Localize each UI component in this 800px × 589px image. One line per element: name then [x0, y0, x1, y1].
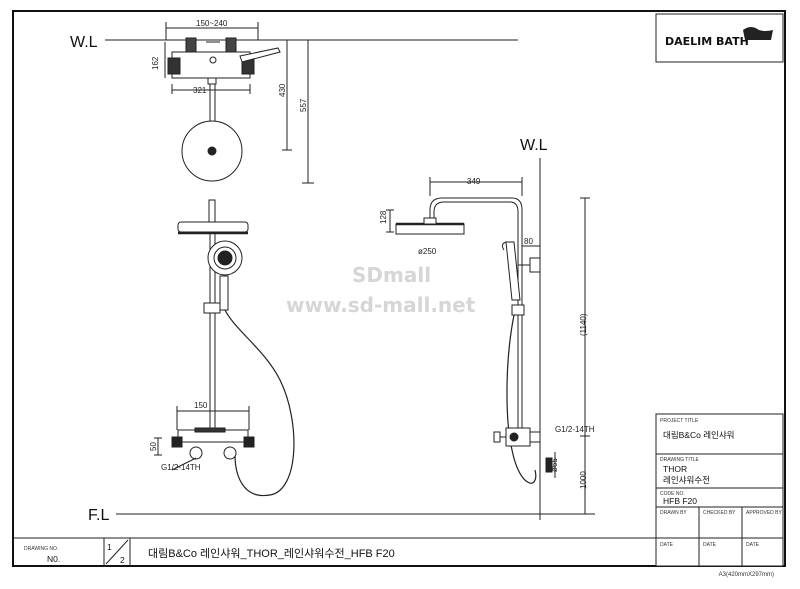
thread-side: G1/2-14TH	[555, 425, 595, 434]
side-view	[386, 177, 590, 514]
project-title: 대림B&Co 레인샤워	[663, 430, 735, 440]
bear-logo-icon	[743, 27, 773, 40]
dim-spacing: 150~240	[196, 19, 228, 28]
drawing-no-label: DRAWING NO.	[24, 546, 58, 552]
drawing-frame	[12, 10, 786, 567]
thread-front: G1/2-14TH	[161, 463, 201, 472]
sheet-number: 1	[107, 542, 112, 552]
front-view	[154, 199, 295, 497]
watermark-line1: SDmall	[352, 263, 431, 287]
dim-430: 430	[278, 83, 287, 97]
date-label-1: DATE	[660, 542, 674, 548]
top-view	[164, 22, 314, 184]
dim-80: 80	[524, 237, 533, 246]
wall-line-label-side: W.L	[520, 137, 548, 154]
title-block-right	[655, 413, 784, 567]
date-label-3: DATE	[746, 542, 760, 548]
drawing-no: N0.	[47, 554, 60, 564]
dim-349: 349	[467, 177, 481, 186]
checked-by-label: CHECKED BY	[703, 510, 736, 516]
dim-128: 128	[379, 210, 388, 224]
dim-557: 557	[299, 98, 308, 112]
floor-line-label: F.L	[88, 507, 109, 524]
bottom-drawing-title: 대림B&Co 레인샤워_THOR_레인샤워수전_HFB F20	[148, 547, 395, 560]
dim-1000: 1000	[579, 471, 588, 489]
code-no-label: CODE NO.	[660, 491, 685, 497]
date-label-2: DATE	[703, 542, 717, 548]
approved-by-label: APPROVED BY	[746, 510, 783, 516]
dim-150: 150	[194, 401, 208, 410]
dim-162: 162	[151, 56, 160, 70]
title-strip-bottom	[13, 537, 656, 566]
dim-1140: (1140)	[579, 313, 588, 336]
sheet-total: 2	[120, 555, 125, 565]
drawing-title-2: 레인샤워수전	[663, 475, 710, 485]
wall-line-label-front: W.L	[70, 34, 98, 51]
dim-321: 321	[193, 86, 207, 95]
dim-65: ø65	[550, 458, 559, 472]
drawing-title-label: DRAWING TITLE	[660, 457, 700, 463]
code-no: HFB F20	[663, 496, 697, 506]
watermark-line2: www.sd-mall.net	[286, 293, 476, 317]
drawing-title-1: THOR	[663, 464, 687, 474]
drawn-by-label: DRAWN BY	[660, 510, 687, 516]
brand-logo: DAELIM BATH	[665, 35, 749, 48]
project-title-label: PROJECT TITLE	[660, 418, 699, 424]
dim-250: ø250	[418, 247, 437, 256]
paper-size: A3(420mmX297mm)	[718, 572, 774, 578]
dim-50: 50	[149, 442, 158, 451]
